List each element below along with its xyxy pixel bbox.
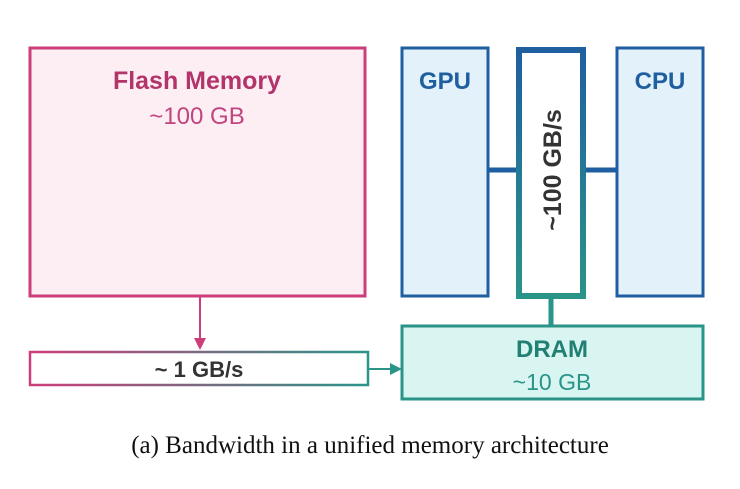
- flash-memory-title: Flash Memory: [113, 67, 281, 95]
- flash-link-bandwidth: ~ 1 GB/s: [155, 357, 244, 382]
- dram-box: [400, 324, 705, 401]
- flash-to-dram-arrow-head: [390, 363, 402, 375]
- flash-link-box: [28, 350, 370, 387]
- flash-memory-capacity: ~100 GB: [149, 103, 244, 130]
- gpu-label: GPU: [419, 68, 471, 95]
- cpu-label: CPU: [635, 68, 686, 95]
- flash-down-arrow-head: [194, 338, 206, 350]
- dram-title: DRAM: [516, 336, 588, 363]
- dram-capacity: ~10 GB: [513, 369, 592, 395]
- flash-memory-box: [28, 46, 367, 298]
- figure-caption: (a) Bandwidth in a unified memory archit…: [131, 432, 609, 459]
- memory-bus-bandwidth: ~100 GB/s: [539, 109, 567, 231]
- memory-architecture-diagram: Flash Memory ~100 GB ~ 1 GB/s GPU CPU ~1…: [28, 46, 705, 401]
- gpu-box: [400, 46, 490, 298]
- memory-bus-box: [516, 47, 586, 299]
